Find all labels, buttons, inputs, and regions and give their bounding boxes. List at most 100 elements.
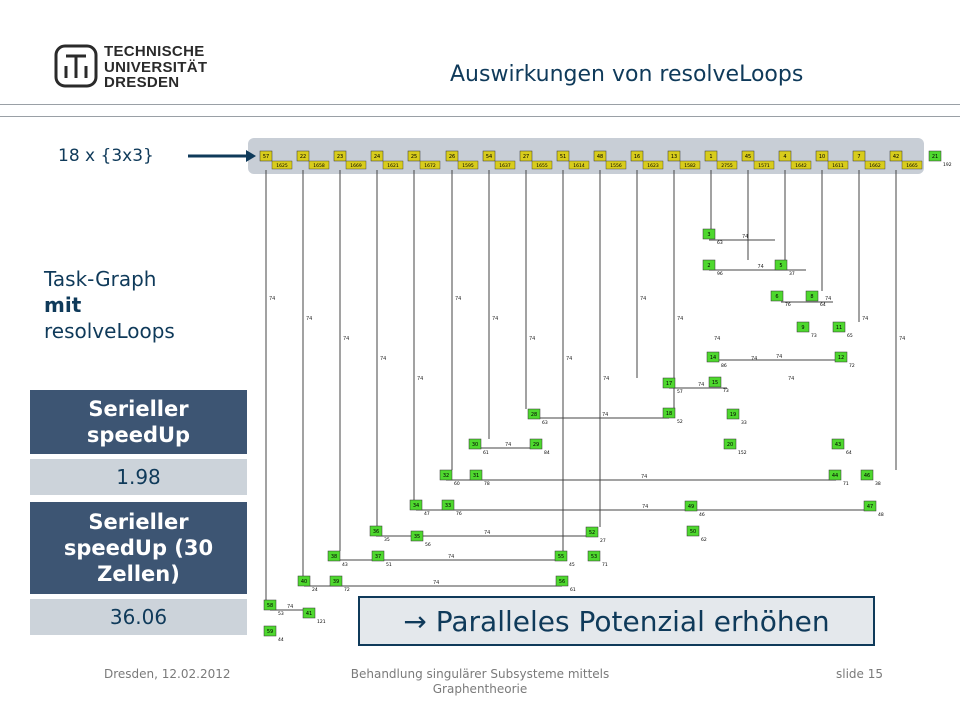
svg-text:57: 57 bbox=[263, 154, 269, 160]
logo-wordmark: TECHNISCHE UNIVERSITÄT DRESDEN bbox=[104, 43, 208, 91]
svg-text:1611: 1611 bbox=[832, 163, 844, 169]
svg-text:48: 48 bbox=[597, 154, 603, 160]
svg-text:74: 74 bbox=[640, 296, 646, 302]
svg-text:2: 2 bbox=[707, 263, 710, 269]
svg-text:4: 4 bbox=[783, 154, 786, 160]
svg-text:74: 74 bbox=[603, 376, 609, 382]
svg-text:74: 74 bbox=[380, 356, 386, 362]
speedup-label-box: Serieller speedUp bbox=[30, 390, 247, 454]
svg-text:38: 38 bbox=[875, 481, 881, 487]
svg-text:24: 24 bbox=[312, 587, 318, 593]
svg-text:74: 74 bbox=[602, 412, 608, 418]
svg-text:1625: 1625 bbox=[276, 163, 288, 169]
svg-text:1642: 1642 bbox=[795, 163, 807, 169]
svg-text:51: 51 bbox=[386, 562, 392, 568]
task-node-33: 33 76 bbox=[441, 499, 462, 517]
svg-text:5: 5 bbox=[779, 263, 782, 269]
svg-text:76: 76 bbox=[456, 511, 462, 517]
svg-text:74: 74 bbox=[492, 316, 498, 322]
page-title: Auswirkungen von resolveLoops bbox=[450, 62, 804, 87]
svg-text:37: 37 bbox=[375, 554, 381, 560]
svg-text:17: 17 bbox=[666, 381, 672, 387]
svg-text:27: 27 bbox=[600, 538, 606, 544]
svg-text:73: 73 bbox=[723, 388, 729, 394]
svg-text:74: 74 bbox=[641, 474, 647, 480]
svg-text:39: 39 bbox=[333, 579, 339, 585]
task-node-12: 12 72 bbox=[834, 351, 855, 369]
svg-text:1571: 1571 bbox=[758, 163, 770, 169]
svg-text:74: 74 bbox=[529, 336, 535, 342]
svg-text:72: 72 bbox=[849, 363, 855, 369]
task-node-23: 23 1669 bbox=[333, 150, 367, 170]
parallel-potential-callout: → Paralleles Potenzial erhöhen bbox=[358, 596, 875, 646]
svg-text:33: 33 bbox=[445, 503, 451, 509]
svg-text:1655: 1655 bbox=[536, 163, 548, 169]
svg-text:42: 42 bbox=[893, 154, 899, 160]
svg-text:74: 74 bbox=[862, 316, 868, 322]
svg-text:49: 49 bbox=[688, 504, 694, 510]
svg-text:56: 56 bbox=[559, 579, 565, 585]
svg-text:74: 74 bbox=[343, 336, 349, 342]
svg-text:74: 74 bbox=[287, 604, 293, 610]
svg-text:24: 24 bbox=[374, 154, 380, 160]
svg-text:74: 74 bbox=[788, 376, 794, 382]
svg-text:16: 16 bbox=[634, 154, 640, 160]
task-node-54: 54 1637 bbox=[482, 150, 516, 170]
svg-text:64: 64 bbox=[846, 450, 852, 456]
svg-text:1669: 1669 bbox=[350, 163, 362, 169]
svg-text:38: 38 bbox=[331, 554, 337, 560]
svg-text:44: 44 bbox=[278, 637, 284, 643]
svg-text:74: 74 bbox=[751, 356, 757, 362]
arrow-head-icon bbox=[246, 150, 256, 162]
svg-text:52: 52 bbox=[589, 530, 595, 536]
task-node-5: 537 bbox=[774, 259, 795, 277]
svg-text:1637: 1637 bbox=[499, 163, 511, 169]
task-node-9: 973 bbox=[796, 321, 817, 339]
svg-text:43: 43 bbox=[835, 442, 841, 448]
svg-text:58: 58 bbox=[267, 603, 273, 609]
svg-text:23: 23 bbox=[337, 154, 343, 160]
svg-text:33: 33 bbox=[741, 420, 747, 426]
svg-text:74: 74 bbox=[433, 580, 439, 586]
svg-text:74: 74 bbox=[642, 504, 648, 510]
svg-text:25: 25 bbox=[411, 154, 417, 160]
svg-text:1595: 1595 bbox=[462, 163, 474, 169]
svg-text:71: 71 bbox=[602, 562, 608, 568]
svg-text:35: 35 bbox=[384, 537, 390, 543]
svg-text:1614: 1614 bbox=[573, 163, 585, 169]
svg-text:56: 56 bbox=[425, 542, 431, 548]
svg-text:74: 74 bbox=[776, 354, 782, 360]
svg-text:3: 3 bbox=[707, 232, 710, 238]
svg-text:74: 74 bbox=[714, 336, 720, 342]
svg-text:12: 12 bbox=[838, 355, 844, 361]
tu-dresden-logo bbox=[54, 44, 98, 88]
svg-text:28: 28 bbox=[531, 412, 537, 418]
svg-text:54: 54 bbox=[486, 154, 492, 160]
svg-text:22: 22 bbox=[300, 154, 306, 160]
svg-text:84: 84 bbox=[544, 450, 550, 456]
svg-text:65: 65 bbox=[847, 333, 853, 339]
svg-text:74: 74 bbox=[742, 234, 748, 240]
svg-text:74: 74 bbox=[698, 382, 704, 388]
svg-text:74: 74 bbox=[758, 264, 764, 270]
